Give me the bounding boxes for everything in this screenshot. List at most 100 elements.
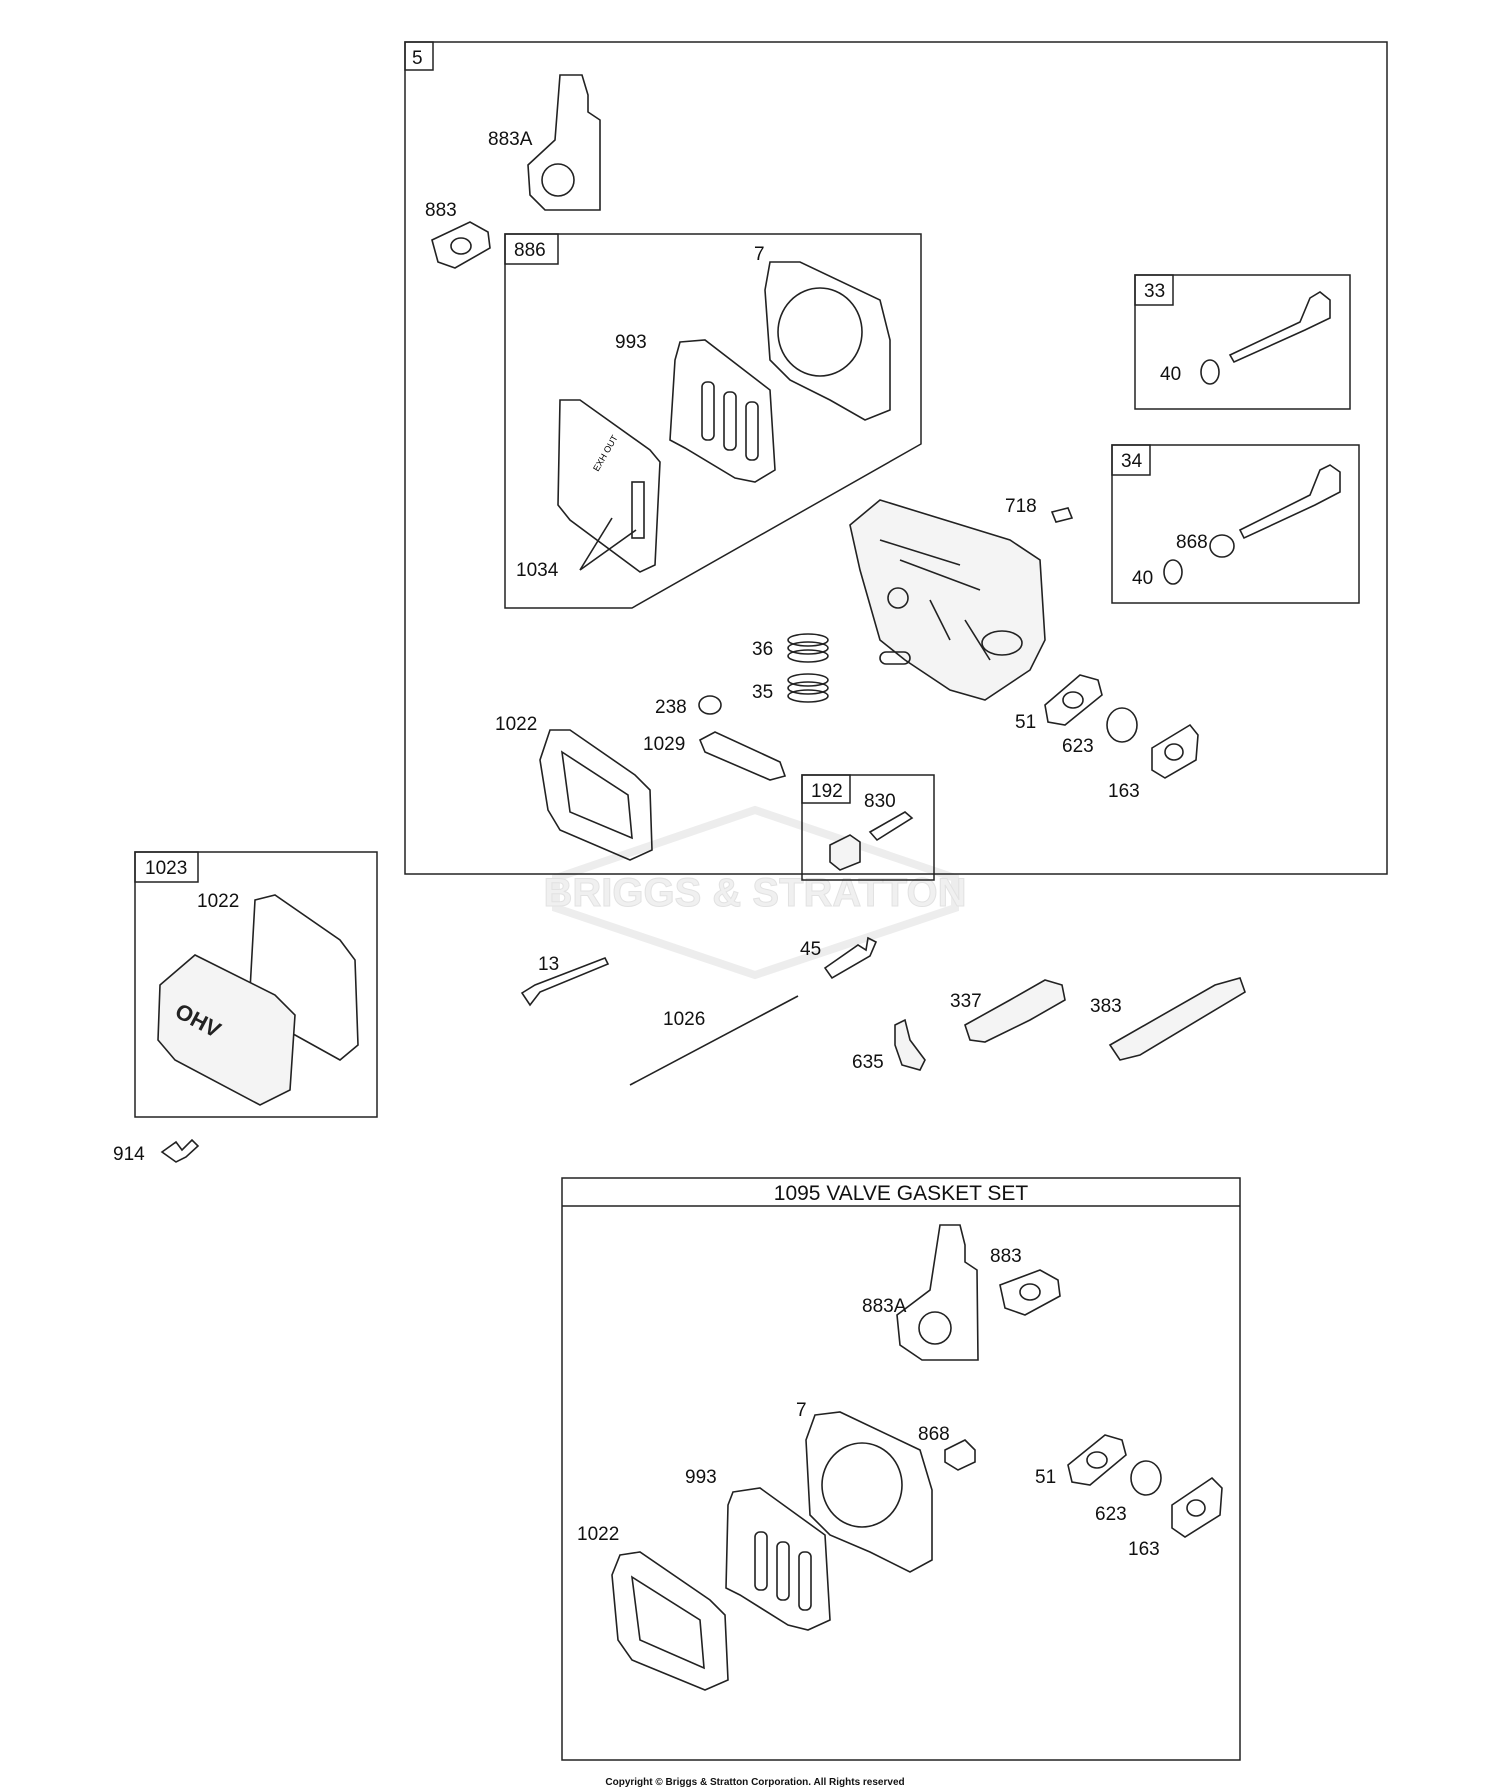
callout-337: 337 bbox=[950, 991, 982, 1012]
part-830-stud[interactable] bbox=[868, 811, 914, 842]
set-part-883-gasket[interactable] bbox=[999, 1269, 1061, 1316]
callout-192: 192 bbox=[811, 781, 843, 802]
set-part-163-gasket[interactable] bbox=[1171, 1476, 1223, 1538]
callout-1022-a: 1022 bbox=[495, 714, 537, 735]
callout-238: 238 bbox=[655, 697, 687, 718]
part-1026-pushrod[interactable] bbox=[629, 995, 799, 1086]
part-383-tool[interactable] bbox=[1108, 977, 1246, 1061]
part-51-hole-a bbox=[1062, 691, 1084, 709]
callout-163-a: 163 bbox=[1108, 781, 1140, 802]
set-part-993-gasket[interactable] bbox=[725, 1487, 831, 1631]
set-7-bore bbox=[821, 1442, 903, 1528]
cover-box-1023 bbox=[134, 851, 378, 1118]
box-192-tag bbox=[801, 774, 851, 804]
part-33-valve[interactable] bbox=[1228, 291, 1331, 364]
copyright-footer: Copyright © Briggs & Stratton Corporatio… bbox=[605, 1777, 904, 1788]
part-883-gasket[interactable] bbox=[431, 221, 491, 269]
callout-set-883a: 883A bbox=[862, 1296, 907, 1317]
set-163-hole bbox=[1186, 1499, 1206, 1517]
callout-623-a: 623 bbox=[1062, 736, 1094, 757]
part-34-valve[interactable] bbox=[1238, 464, 1341, 540]
callout-set-1022: 1022 bbox=[577, 1524, 619, 1545]
valve-cover[interactable]: OHV bbox=[157, 954, 296, 1106]
leader-1034-a bbox=[579, 529, 637, 571]
set-part-51-gasket[interactable] bbox=[1067, 1434, 1127, 1486]
part-993-slot-1 bbox=[701, 381, 715, 441]
part-163-hole-a bbox=[1164, 743, 1184, 761]
set-part-7-head-gasket[interactable] bbox=[805, 1411, 933, 1573]
part-7-bore bbox=[777, 287, 863, 377]
callout-35: 35 bbox=[752, 682, 773, 703]
callout-1026: 1026 bbox=[663, 1009, 705, 1030]
box-1023-tag bbox=[134, 851, 199, 883]
callout-13: 13 bbox=[538, 954, 559, 975]
subbox-192 bbox=[801, 774, 935, 881]
callout-914: 914 bbox=[113, 1144, 145, 1165]
valve-gasket-set-box bbox=[561, 1177, 1241, 1761]
cylinder-head[interactable] bbox=[849, 499, 1046, 701]
box-33-tag bbox=[1134, 274, 1174, 306]
box-34-tag bbox=[1111, 444, 1151, 476]
gasket-subbox-886 bbox=[504, 233, 922, 609]
valve-gasket-set-title: 1095 VALVE GASKET SET bbox=[774, 1182, 1029, 1205]
set-993-slot-2 bbox=[776, 1541, 790, 1601]
plate-lettering: EXH OUT bbox=[591, 433, 620, 473]
callout-883: 883 bbox=[425, 200, 457, 221]
set-part-1022-gasket[interactable] bbox=[611, 1551, 729, 1691]
part-868-seal-a[interactable] bbox=[1209, 534, 1235, 558]
set-part-883a-bracket[interactable] bbox=[896, 1224, 979, 1361]
part-13-bolt[interactable] bbox=[520, 956, 610, 1007]
set-part-868-seal[interactable] bbox=[944, 1439, 976, 1471]
callout-1029: 1029 bbox=[643, 734, 685, 755]
box-5-tag bbox=[404, 41, 434, 71]
callout-45: 45 bbox=[800, 939, 821, 960]
part-36-spring[interactable] bbox=[787, 633, 829, 663]
part-40-keeper[interactable] bbox=[1200, 359, 1220, 385]
part-623-ring-a[interactable] bbox=[1106, 707, 1138, 743]
set-993-slot-3 bbox=[798, 1551, 812, 1611]
part-45-guide[interactable] bbox=[823, 936, 878, 980]
part-1029-rocker[interactable] bbox=[698, 731, 787, 781]
part-993-gasket[interactable] bbox=[669, 339, 776, 483]
part-40-keeper-b[interactable] bbox=[1163, 559, 1183, 585]
part-7-head-gasket[interactable] bbox=[764, 261, 891, 421]
callout-883a: 883A bbox=[488, 129, 533, 150]
set-883a-port bbox=[918, 1311, 952, 1345]
part-914-screw[interactable] bbox=[160, 1138, 200, 1163]
callout-1023: 1023 bbox=[145, 858, 187, 879]
part-1034-insert bbox=[631, 481, 645, 539]
callout-40-b: 40 bbox=[1132, 568, 1153, 589]
callout-830: 830 bbox=[864, 791, 896, 812]
callout-886: 886 bbox=[514, 240, 546, 261]
part-718-pin[interactable] bbox=[1050, 507, 1074, 523]
part-238-cap[interactable] bbox=[698, 695, 722, 715]
set-51-hole bbox=[1086, 1451, 1108, 1469]
callout-635: 635 bbox=[852, 1052, 884, 1073]
callout-set-993: 993 bbox=[685, 1467, 717, 1488]
part-163-gasket-a[interactable] bbox=[1151, 723, 1199, 779]
callout-set-51: 51 bbox=[1035, 1467, 1056, 1488]
callout-set-7: 7 bbox=[796, 1400, 807, 1421]
leader-1034-b bbox=[579, 517, 613, 571]
part-635-boot[interactable] bbox=[894, 1018, 926, 1071]
callout-34: 34 bbox=[1121, 451, 1143, 472]
part-1022-gasket-a[interactable] bbox=[539, 729, 653, 861]
callout-5: 5 bbox=[412, 48, 423, 69]
callout-set-868: 868 bbox=[918, 1424, 950, 1445]
part-1034-plate[interactable] bbox=[557, 399, 661, 573]
set-part-623-ring[interactable] bbox=[1130, 1460, 1162, 1496]
part-337-spark-plug[interactable] bbox=[964, 979, 1066, 1043]
callout-7: 7 bbox=[754, 244, 765, 265]
box-886-tag bbox=[504, 233, 559, 265]
part-1022-inner-a bbox=[560, 750, 633, 840]
assembly-box-5 bbox=[404, 41, 1388, 875]
part-35-spring[interactable] bbox=[787, 673, 829, 703]
svg-text:BRIGGS & STRATTON: BRIGGS & STRATTON bbox=[544, 871, 967, 915]
part-993-slot-2 bbox=[723, 391, 737, 451]
part-51-gasket-a[interactable] bbox=[1044, 674, 1103, 726]
part-993-slot-3 bbox=[745, 401, 759, 461]
part-192-nut[interactable] bbox=[829, 834, 861, 871]
part-883a-bracket[interactable] bbox=[527, 74, 601, 211]
callout-51-a: 51 bbox=[1015, 712, 1036, 733]
